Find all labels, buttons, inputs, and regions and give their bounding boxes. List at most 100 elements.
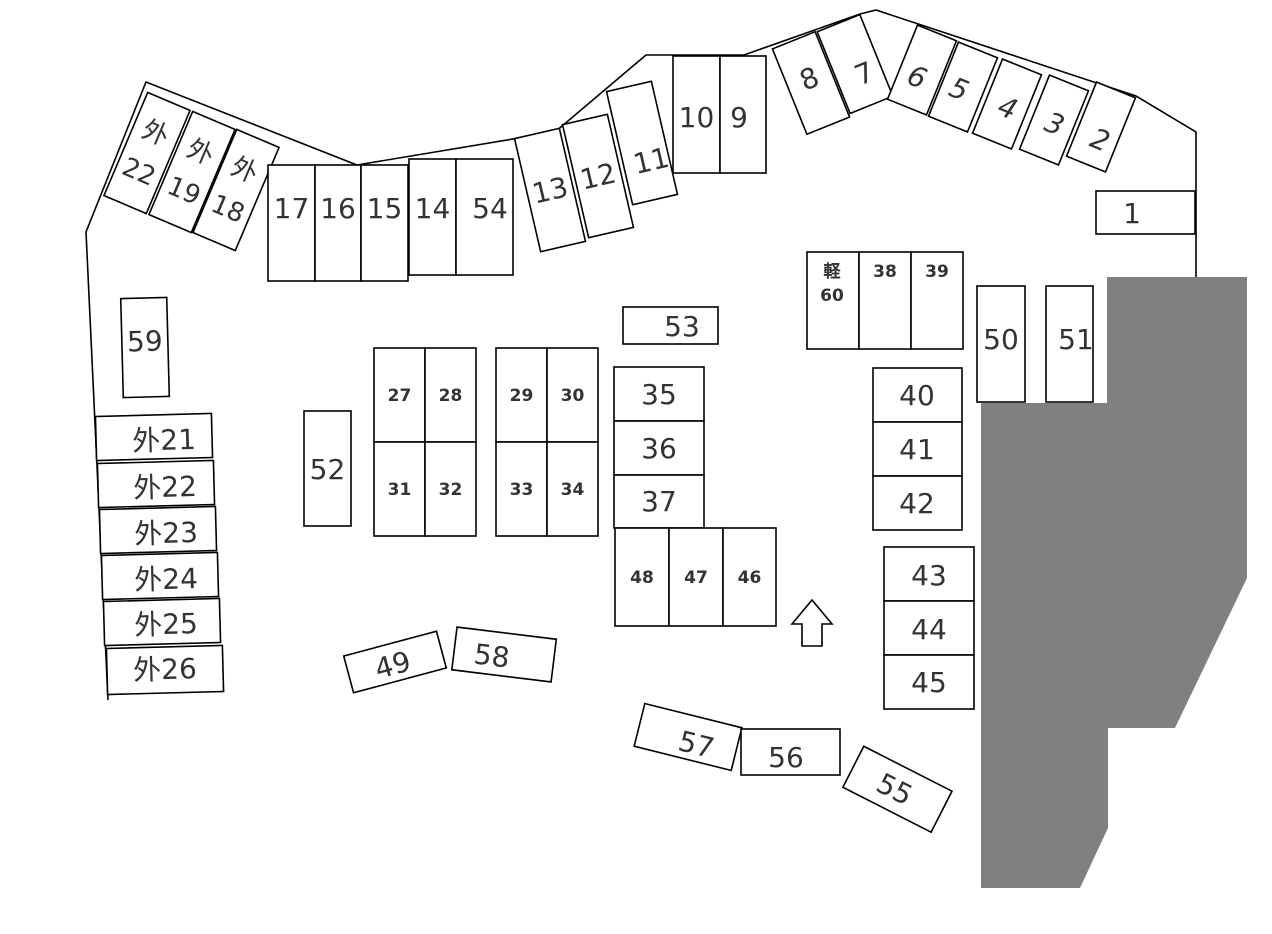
svg-text:52: 52	[310, 453, 346, 486]
slot-kei-60[interactable]: 軽 60	[806, 251, 860, 350]
slot-48[interactable]: 48	[614, 527, 670, 627]
slot-27[interactable]: 27	[373, 347, 426, 443]
svg-text:48: 48	[630, 568, 654, 588]
svg-text:56: 56	[768, 741, 804, 774]
slot-34[interactable]: 34	[546, 441, 599, 537]
slot-35[interactable]: 35	[613, 366, 705, 422]
svg-text:外23: 外23	[134, 516, 198, 551]
slot-out-22-top[interactable]: 外 22	[102, 91, 192, 215]
slot-6[interactable]: 6	[886, 24, 958, 116]
slot-42[interactable]: 42	[872, 475, 963, 531]
svg-text:51: 51	[1058, 323, 1094, 356]
slot-45[interactable]: 45	[883, 654, 975, 710]
svg-text:47: 47	[684, 568, 708, 588]
slot-8[interactable]: 8	[771, 30, 851, 136]
svg-text:43: 43	[911, 559, 947, 592]
slot-53[interactable]: 53	[622, 306, 719, 345]
slot-32[interactable]: 32	[424, 441, 477, 537]
slot-2[interactable]: 2	[1065, 81, 1137, 173]
slot-3[interactable]: 3	[1018, 74, 1090, 166]
slot-14[interactable]: 14	[408, 158, 457, 276]
slot-16[interactable]: 16	[314, 164, 362, 282]
slot-out-18[interactable]: 外 18	[191, 128, 281, 252]
svg-text:32: 32	[439, 480, 463, 500]
svg-text:外22: 外22	[133, 470, 197, 505]
svg-text:41: 41	[899, 433, 935, 466]
svg-text:59: 59	[127, 325, 163, 359]
slot-40[interactable]: 40	[872, 367, 963, 423]
svg-text:外25: 外25	[134, 607, 198, 642]
slot-49[interactable]: 49	[342, 630, 448, 694]
slot-51[interactable]: 51	[1045, 285, 1094, 403]
slot-out-21[interactable]: 外21	[94, 412, 214, 462]
slot-13[interactable]: 13	[513, 127, 587, 253]
building-area	[981, 277, 1247, 888]
slot-47[interactable]: 47	[668, 527, 724, 627]
slot-out-23[interactable]: 外23	[98, 505, 218, 555]
slot-44[interactable]: 44	[883, 600, 975, 656]
slot-36[interactable]: 36	[613, 420, 705, 476]
slot-43[interactable]: 43	[883, 546, 975, 602]
slot-1[interactable]: 1	[1095, 190, 1196, 235]
svg-text:28: 28	[439, 386, 463, 406]
svg-text:38: 38	[873, 262, 897, 282]
slot-50[interactable]: 50	[976, 285, 1026, 403]
svg-text:16: 16	[320, 192, 356, 225]
slot-46[interactable]: 46	[722, 527, 777, 627]
svg-text:10: 10	[679, 101, 715, 134]
slot-29[interactable]: 29	[495, 347, 548, 443]
svg-text:46: 46	[738, 568, 762, 588]
svg-text:34: 34	[561, 480, 585, 500]
slot-37[interactable]: 37	[613, 474, 705, 529]
svg-text:35: 35	[641, 378, 677, 411]
slot-39[interactable]: 39	[910, 251, 964, 350]
slot-out-24[interactable]: 外24	[100, 551, 220, 601]
slot-11[interactable]: 11	[605, 80, 679, 206]
svg-text:33: 33	[510, 480, 534, 500]
svg-text:45: 45	[911, 666, 947, 699]
svg-text:53: 53	[664, 310, 700, 343]
slot-59[interactable]: 59	[119, 296, 171, 399]
svg-text:14: 14	[415, 192, 451, 225]
slot-7[interactable]: 7	[816, 13, 894, 115]
slot-30[interactable]: 30	[546, 347, 599, 443]
svg-text:11: 11	[630, 141, 672, 181]
slot-4[interactable]: 4	[971, 58, 1043, 150]
slot-41[interactable]: 41	[872, 421, 963, 477]
slot-55[interactable]: 55	[841, 745, 954, 834]
slot-9[interactable]: 9	[719, 55, 767, 174]
slot-17[interactable]: 17	[267, 164, 316, 282]
slot-15[interactable]: 15	[360, 164, 409, 282]
slot-56[interactable]: 56	[740, 728, 841, 776]
slot-out-19[interactable]: 外 19	[147, 110, 237, 234]
svg-text:39: 39	[925, 262, 949, 282]
slot-54[interactable]: 54	[455, 158, 514, 276]
up-arrow-icon	[790, 598, 834, 647]
svg-text:外24: 外24	[134, 562, 198, 597]
slot-58[interactable]: 58	[450, 626, 558, 683]
slot-out-26[interactable]: 外26	[105, 644, 225, 696]
svg-text:40: 40	[899, 379, 935, 412]
slot-out-25[interactable]: 外25	[102, 597, 222, 647]
svg-text:30: 30	[561, 386, 585, 406]
slot-57[interactable]: 57	[633, 702, 743, 772]
slot-52[interactable]: 52	[303, 410, 352, 527]
slot-10[interactable]: 10	[672, 55, 721, 174]
svg-text:27: 27	[388, 386, 412, 406]
slot-31[interactable]: 31	[373, 441, 426, 537]
svg-text:29: 29	[510, 386, 534, 406]
svg-text:37: 37	[641, 485, 677, 518]
svg-text:44: 44	[911, 613, 947, 646]
svg-text:31: 31	[388, 480, 412, 500]
svg-text:外21: 外21	[132, 423, 196, 458]
slot-33[interactable]: 33	[495, 441, 548, 537]
slot-12[interactable]: 12	[561, 113, 635, 239]
slot-out-22[interactable]: 外22	[96, 459, 216, 509]
slot-38[interactable]: 38	[858, 251, 912, 350]
svg-text:17: 17	[274, 192, 310, 225]
svg-text:12: 12	[577, 156, 619, 196]
slot-5[interactable]: 5	[927, 41, 999, 133]
svg-text:36: 36	[641, 432, 677, 465]
slot-28[interactable]: 28	[424, 347, 477, 443]
